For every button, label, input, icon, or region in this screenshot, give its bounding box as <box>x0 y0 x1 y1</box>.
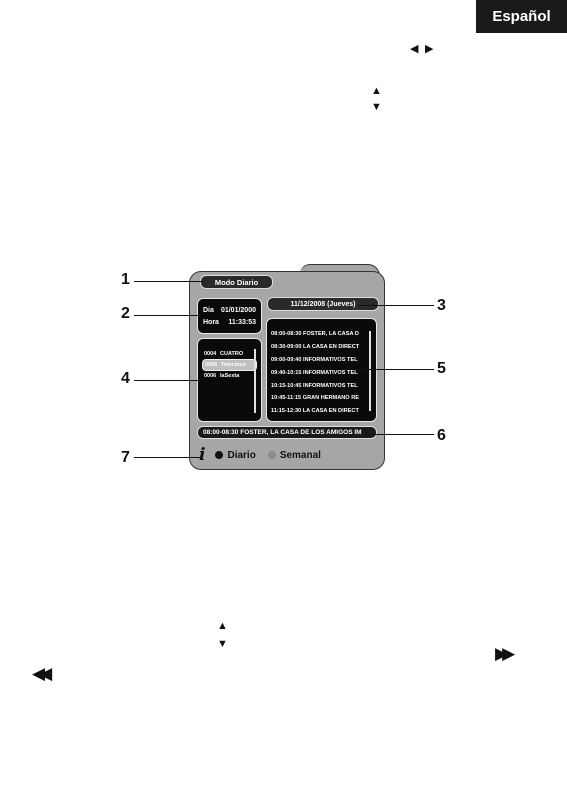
rewind-icon: ◀◀ <box>32 664 52 683</box>
time-label: Hora <box>203 319 219 326</box>
program-list: 08:00-08:30 FOSTER, LA CASA D 08:30-09:00… <box>266 318 377 422</box>
program-row[interactable]: 11:15-12:30 LA CASA EN DIRECT <box>271 408 359 415</box>
program-row[interactable]: 10:45-11:15 GRAN HERMANO RE <box>271 395 359 402</box>
callout-2: 2 <box>121 305 130 322</box>
mode-label: Modo Diario <box>200 275 273 289</box>
up-arrow-icon: ▲ <box>217 620 228 632</box>
callout-4: 4 <box>121 370 130 387</box>
callout-1: 1 <box>121 271 130 288</box>
program-row[interactable]: 08:00-08:30 FOSTER, LA CASA D <box>271 331 359 338</box>
program-row[interactable]: 09:40-10:15 INFORMATIVOS TEL <box>271 369 358 376</box>
date-time-panel: Dia 01/01/2000 Hora 11:33:53 <box>197 298 262 334</box>
channel-name: Telecinco <box>221 362 246 368</box>
callout-2-leader <box>134 315 198 316</box>
weekly-label: Semanal <box>279 449 321 461</box>
callout-5-leader <box>355 369 434 370</box>
channel-name: CUATRO <box>220 351 244 357</box>
right-arrow-icon: ▶ <box>425 43 434 55</box>
left-arrow-icon: ◀ <box>410 43 419 55</box>
fast-forward-icon: ▶▶ <box>495 644 515 663</box>
callout-5: 5 <box>437 360 446 377</box>
callout-4-leader <box>134 380 198 381</box>
selected-day-bar[interactable]: 11/12/2008 (Jueves) <box>267 297 379 311</box>
callout-7-leader <box>134 457 202 458</box>
channel-scrollbar[interactable] <box>254 349 256 413</box>
black-dot-icon <box>215 451 224 459</box>
callout-3-leader <box>358 305 434 306</box>
callout-3: 3 <box>437 297 446 314</box>
date-value: 01/01/2000 <box>220 307 256 314</box>
gray-dot-icon <box>267 451 276 459</box>
down-arrow-icon: ▼ <box>371 101 382 113</box>
callout-1-leader <box>134 281 202 282</box>
channel-name: laSexta <box>220 373 240 379</box>
callout-6: 6 <box>437 427 446 444</box>
down-arrow-icon: ▼ <box>217 638 228 650</box>
channel-number: 0005 <box>205 362 218 368</box>
program-row[interactable]: 10:15-10:45 INFORMATIVOS TEL <box>271 382 358 389</box>
channel-number: 0006 <box>204 373 217 379</box>
time-value: 11:33:53 <box>228 319 256 326</box>
program-row[interactable]: 09:00-09:40 INFORMATIVOS TEL <box>271 356 358 363</box>
footer-legend: i Diario Semanal <box>199 445 333 465</box>
date-label: Dia <box>203 307 214 314</box>
daily-label: Diario <box>227 449 256 461</box>
up-arrow-icon: ▲ <box>371 85 382 97</box>
program-info-bar: 08:00-08:30 FOSTER, LA CASA DE LOS AMIGO… <box>197 426 377 439</box>
weekly-button[interactable]: Semanal <box>267 449 321 461</box>
callout-6-leader <box>365 434 434 435</box>
program-scrollbar[interactable] <box>369 331 371 411</box>
callout-7: 7 <box>121 449 130 466</box>
info-icon[interactable]: i <box>199 445 206 465</box>
program-row[interactable]: 08:30-09:00 LA CASA EN DIRECT <box>271 344 360 351</box>
channel-number: 0004 <box>204 351 217 357</box>
language-tab: Español <box>476 0 567 33</box>
daily-button[interactable]: Diario <box>215 449 256 461</box>
